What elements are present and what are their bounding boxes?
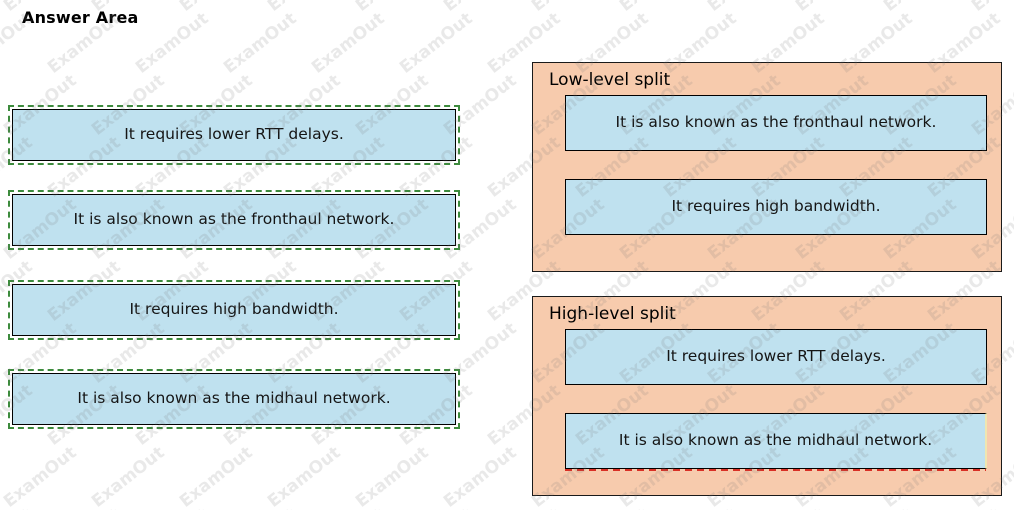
watermark-text: ExamOut xyxy=(484,505,564,510)
watermark-text: ExamOut xyxy=(616,0,696,16)
tile-label: It is also known as the fronthaul networ… xyxy=(615,113,937,132)
answer-choice-tile[interactable]: It requires lower RTT delays. xyxy=(8,105,460,165)
dropped-answer-tile[interactable]: It requires lower RTT delays. xyxy=(565,328,987,385)
tile-label: It is also known as the midhaul network. xyxy=(77,389,391,408)
watermark-text: ExamOut xyxy=(264,442,345,510)
watermark-text: ExamOut xyxy=(176,0,256,16)
answer-choice-tile[interactable]: It is also known as the fronthaul networ… xyxy=(8,190,460,250)
tile-body: It is also known as the midhaul network. xyxy=(12,373,456,425)
watermark-text: ExamOut xyxy=(968,0,1014,16)
tile-body: It requires high bandwidth. xyxy=(12,284,456,336)
tile-body: It is also known as the fronthaul networ… xyxy=(12,194,456,246)
tile-body: It requires lower RTT delays. xyxy=(12,109,456,161)
drop-zone-high-level-split[interactable]: High-level split It requires lower RTT d… xyxy=(532,296,1002,496)
watermark-text: ExamOut xyxy=(220,8,301,78)
drop-zone-title: Low-level split xyxy=(549,70,671,90)
dropped-answer-tile[interactable]: It requires high bandwidth. xyxy=(565,178,987,235)
watermark-text: ExamOut xyxy=(880,0,960,16)
tile-label: It requires high bandwidth. xyxy=(671,197,881,216)
dropped-answer-tile[interactable]: It is also known as the fronthaul networ… xyxy=(565,94,987,151)
watermark-text: ExamOut xyxy=(132,505,212,510)
watermark-text: ExamOut xyxy=(44,505,124,510)
answer-choice-tile[interactable]: It is also known as the midhaul network. xyxy=(8,369,460,429)
watermark-text: ExamOut xyxy=(396,8,477,78)
watermark-text: ExamOut xyxy=(440,442,521,510)
watermark-text: ExamOut xyxy=(88,442,169,510)
dropped-answer-tile-selected[interactable]: It is also known as the midhaul network. xyxy=(565,412,987,471)
answer-choice-tile[interactable]: It requires high bandwidth. xyxy=(8,280,460,340)
watermark-text: ExamOut xyxy=(308,505,388,510)
drop-zone-low-level-split[interactable]: Low-level split It is also known as the … xyxy=(532,62,1002,272)
watermark-text: ExamOut xyxy=(396,505,476,510)
watermark-text: ExamOut xyxy=(0,442,81,510)
tile-label: It is also known as the midhaul network. xyxy=(618,431,933,450)
watermark-text: ExamOut xyxy=(528,0,608,16)
watermark-text: ExamOut xyxy=(308,8,389,78)
watermark-text: ExamOut xyxy=(792,0,872,16)
watermark-text: ExamOut xyxy=(836,505,916,510)
tile-label: It requires lower RTT delays. xyxy=(666,347,886,366)
watermark-text: ExamOut xyxy=(704,0,784,16)
page-title: Answer Area xyxy=(22,8,139,27)
watermark-text: ExamOut xyxy=(660,505,740,510)
watermark-text: ExamOut xyxy=(440,0,520,16)
watermark-text: ExamOut xyxy=(220,505,300,510)
watermark-text: ExamOut xyxy=(352,0,432,16)
watermark-text: ExamOut xyxy=(572,505,652,510)
watermark-text: ExamOut xyxy=(0,505,36,510)
watermark-text: ExamOut xyxy=(924,505,1004,510)
tile-label: It is also known as the fronthaul networ… xyxy=(73,210,395,229)
drop-zone-title: High-level split xyxy=(549,304,676,324)
watermark-text: ExamOut xyxy=(132,8,213,78)
tile-label: It requires lower RTT delays. xyxy=(124,125,344,144)
watermark-text: ExamOut xyxy=(176,442,257,510)
watermark-text: ExamOut xyxy=(264,0,344,16)
watermark-text: ExamOut xyxy=(352,442,433,510)
watermark-text: ExamOut xyxy=(748,505,828,510)
answer-choices-list: It requires lower RTT delays. It is also… xyxy=(8,105,460,435)
tile-label: It requires high bandwidth. xyxy=(129,300,339,319)
